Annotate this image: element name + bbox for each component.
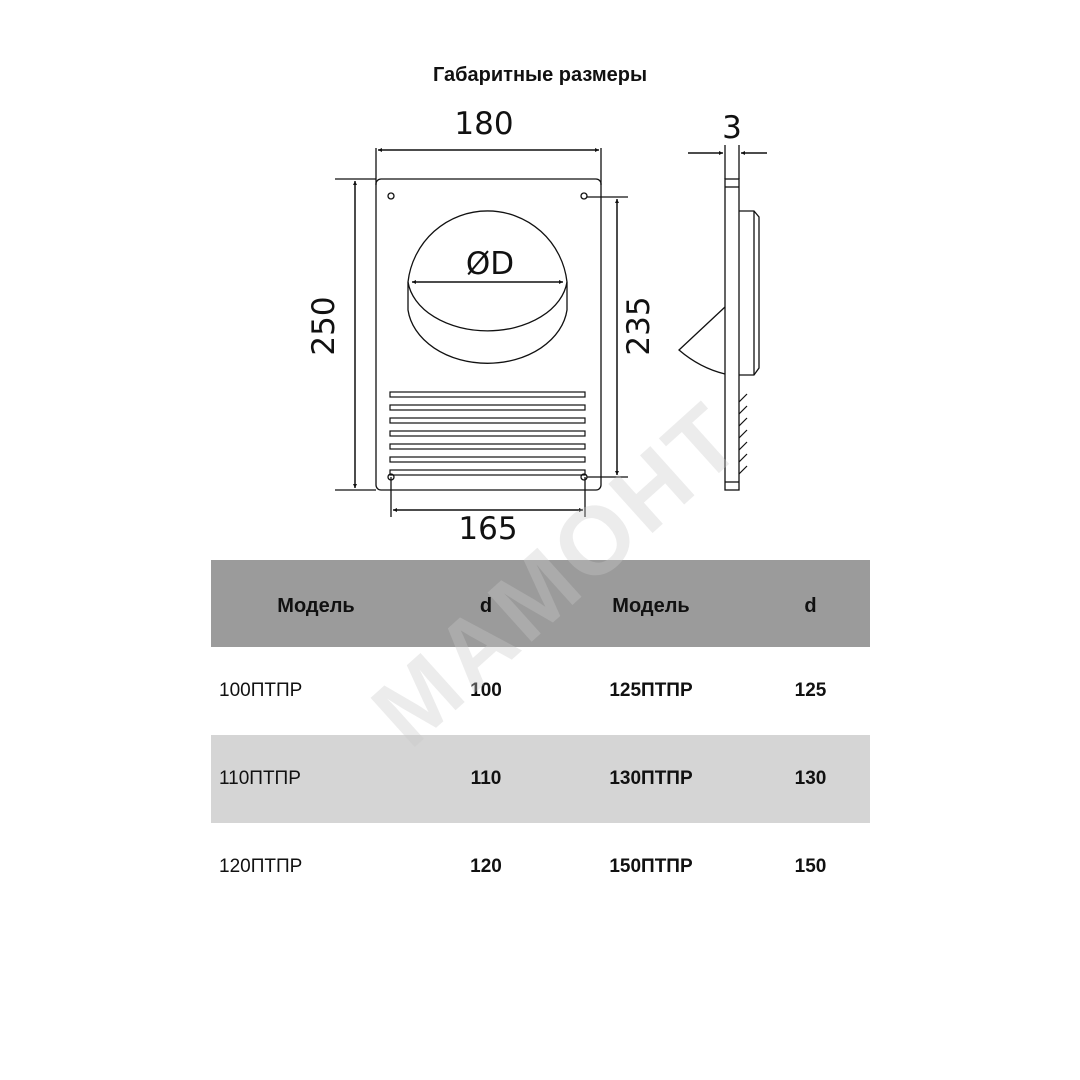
d-cell: 100 (470, 680, 502, 701)
d-cell: 125 (794, 680, 827, 701)
table-row: 110ПТПР 110 130ПТПР 130 (211, 735, 870, 823)
model-cell: 130ПТПР (609, 768, 693, 789)
table-row: 100ПТПР 100 125ПТПР 125 (211, 647, 870, 735)
model-cell: 150ПТПР (609, 856, 693, 877)
header-d: d (479, 595, 493, 617)
table-row: 120ПТПР 120 150ПТПР 150 (211, 823, 870, 911)
header-model-2: Модель (612, 595, 690, 617)
dim-height-label: 250 (306, 296, 342, 355)
dim-diameter-label: ØD (466, 246, 514, 282)
models-table: Модель d Модель d 100ПТПР 100 125ПТПР 12… (211, 560, 870, 911)
dimension-drawing: 180 3 ØD 165 250 235 (306, 106, 767, 547)
header-model: Модель (277, 595, 355, 617)
page-title: Габаритные размеры (432, 64, 648, 86)
dim-mount-width-label: 165 (458, 511, 517, 547)
header-d-2: d (804, 595, 817, 617)
dim-thickness-label: 3 (722, 110, 742, 146)
d-cell: 130 (794, 768, 827, 789)
d-cell: 120 (470, 856, 502, 877)
d-cell: 150 (794, 856, 827, 877)
louvers (389, 391, 586, 476)
dim-width-label: 180 (454, 106, 513, 142)
dim-mount-height-label: 235 (621, 296, 657, 355)
model-cell: 100ПТПР (219, 680, 303, 701)
front-view (375, 178, 602, 491)
d-cell: 110 (470, 768, 502, 789)
model-cell: 110ПТПР (219, 768, 301, 789)
side-view (678, 145, 767, 491)
model-cell: 125ПТПР (609, 680, 693, 701)
table-header: Модель d Модель d (211, 560, 870, 647)
model-cell: 120ПТПР (219, 856, 303, 877)
